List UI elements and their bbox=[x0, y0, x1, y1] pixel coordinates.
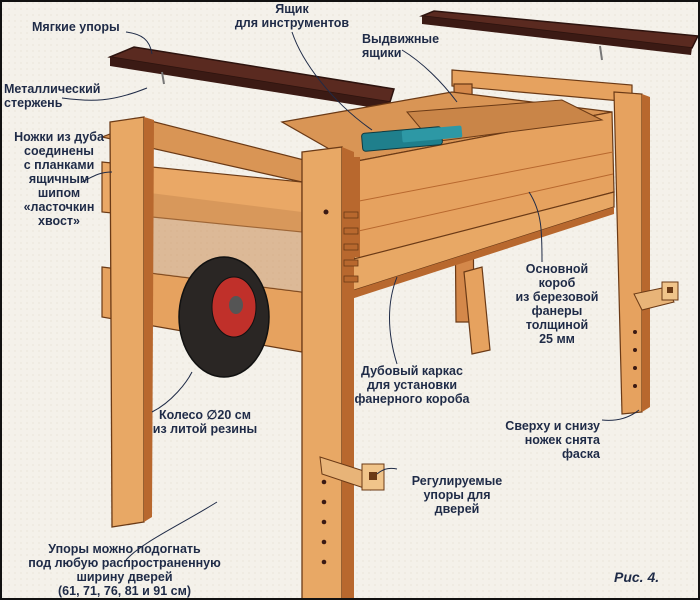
label-drawers: Выдвижные ящики bbox=[362, 32, 440, 60]
adjustable-stop-front bbox=[319, 456, 385, 491]
label-oak-legs: Ножки из дуба соединены с планками ящичн… bbox=[14, 130, 104, 228]
metal-rod-right bbox=[599, 45, 603, 61]
label-tool-box: Ящик для инструментов bbox=[234, 2, 350, 30]
label-chamfer: Сверху и снизу ножек снята фаска bbox=[505, 419, 600, 461]
label-adjustable-stops: Регулируемые упоры для дверей bbox=[411, 474, 503, 516]
dovetail-joints bbox=[343, 211, 359, 283]
metal-rod-left bbox=[161, 71, 165, 85]
soft-stop-left bbox=[107, 46, 395, 110]
wheel bbox=[178, 256, 270, 378]
figure-label: Рис. 4. bbox=[614, 569, 660, 585]
label-door-widths: Упоры можно подогнать под любую распрост… bbox=[28, 542, 221, 598]
right-leg-holes bbox=[633, 330, 637, 388]
label-main-box: Основной короб из березовой фанеры толщи… bbox=[515, 262, 599, 346]
front-left-leg bbox=[109, 116, 154, 528]
label-oak-frame: Дубовый каркас для установки фанерного к… bbox=[354, 364, 470, 406]
callout-leaders bbox=[61, 31, 640, 561]
drill-tool bbox=[361, 125, 463, 152]
soft-stop-right bbox=[419, 10, 698, 55]
label-metal-rod: Металлический стержень bbox=[4, 82, 101, 110]
back-leg-middle bbox=[463, 266, 491, 355]
label-wheel: Колесо ∅20 см из литой резины bbox=[152, 408, 258, 436]
adjustable-stop-right bbox=[633, 281, 679, 311]
label-soft-stops: Мягкие упоры bbox=[32, 20, 120, 34]
